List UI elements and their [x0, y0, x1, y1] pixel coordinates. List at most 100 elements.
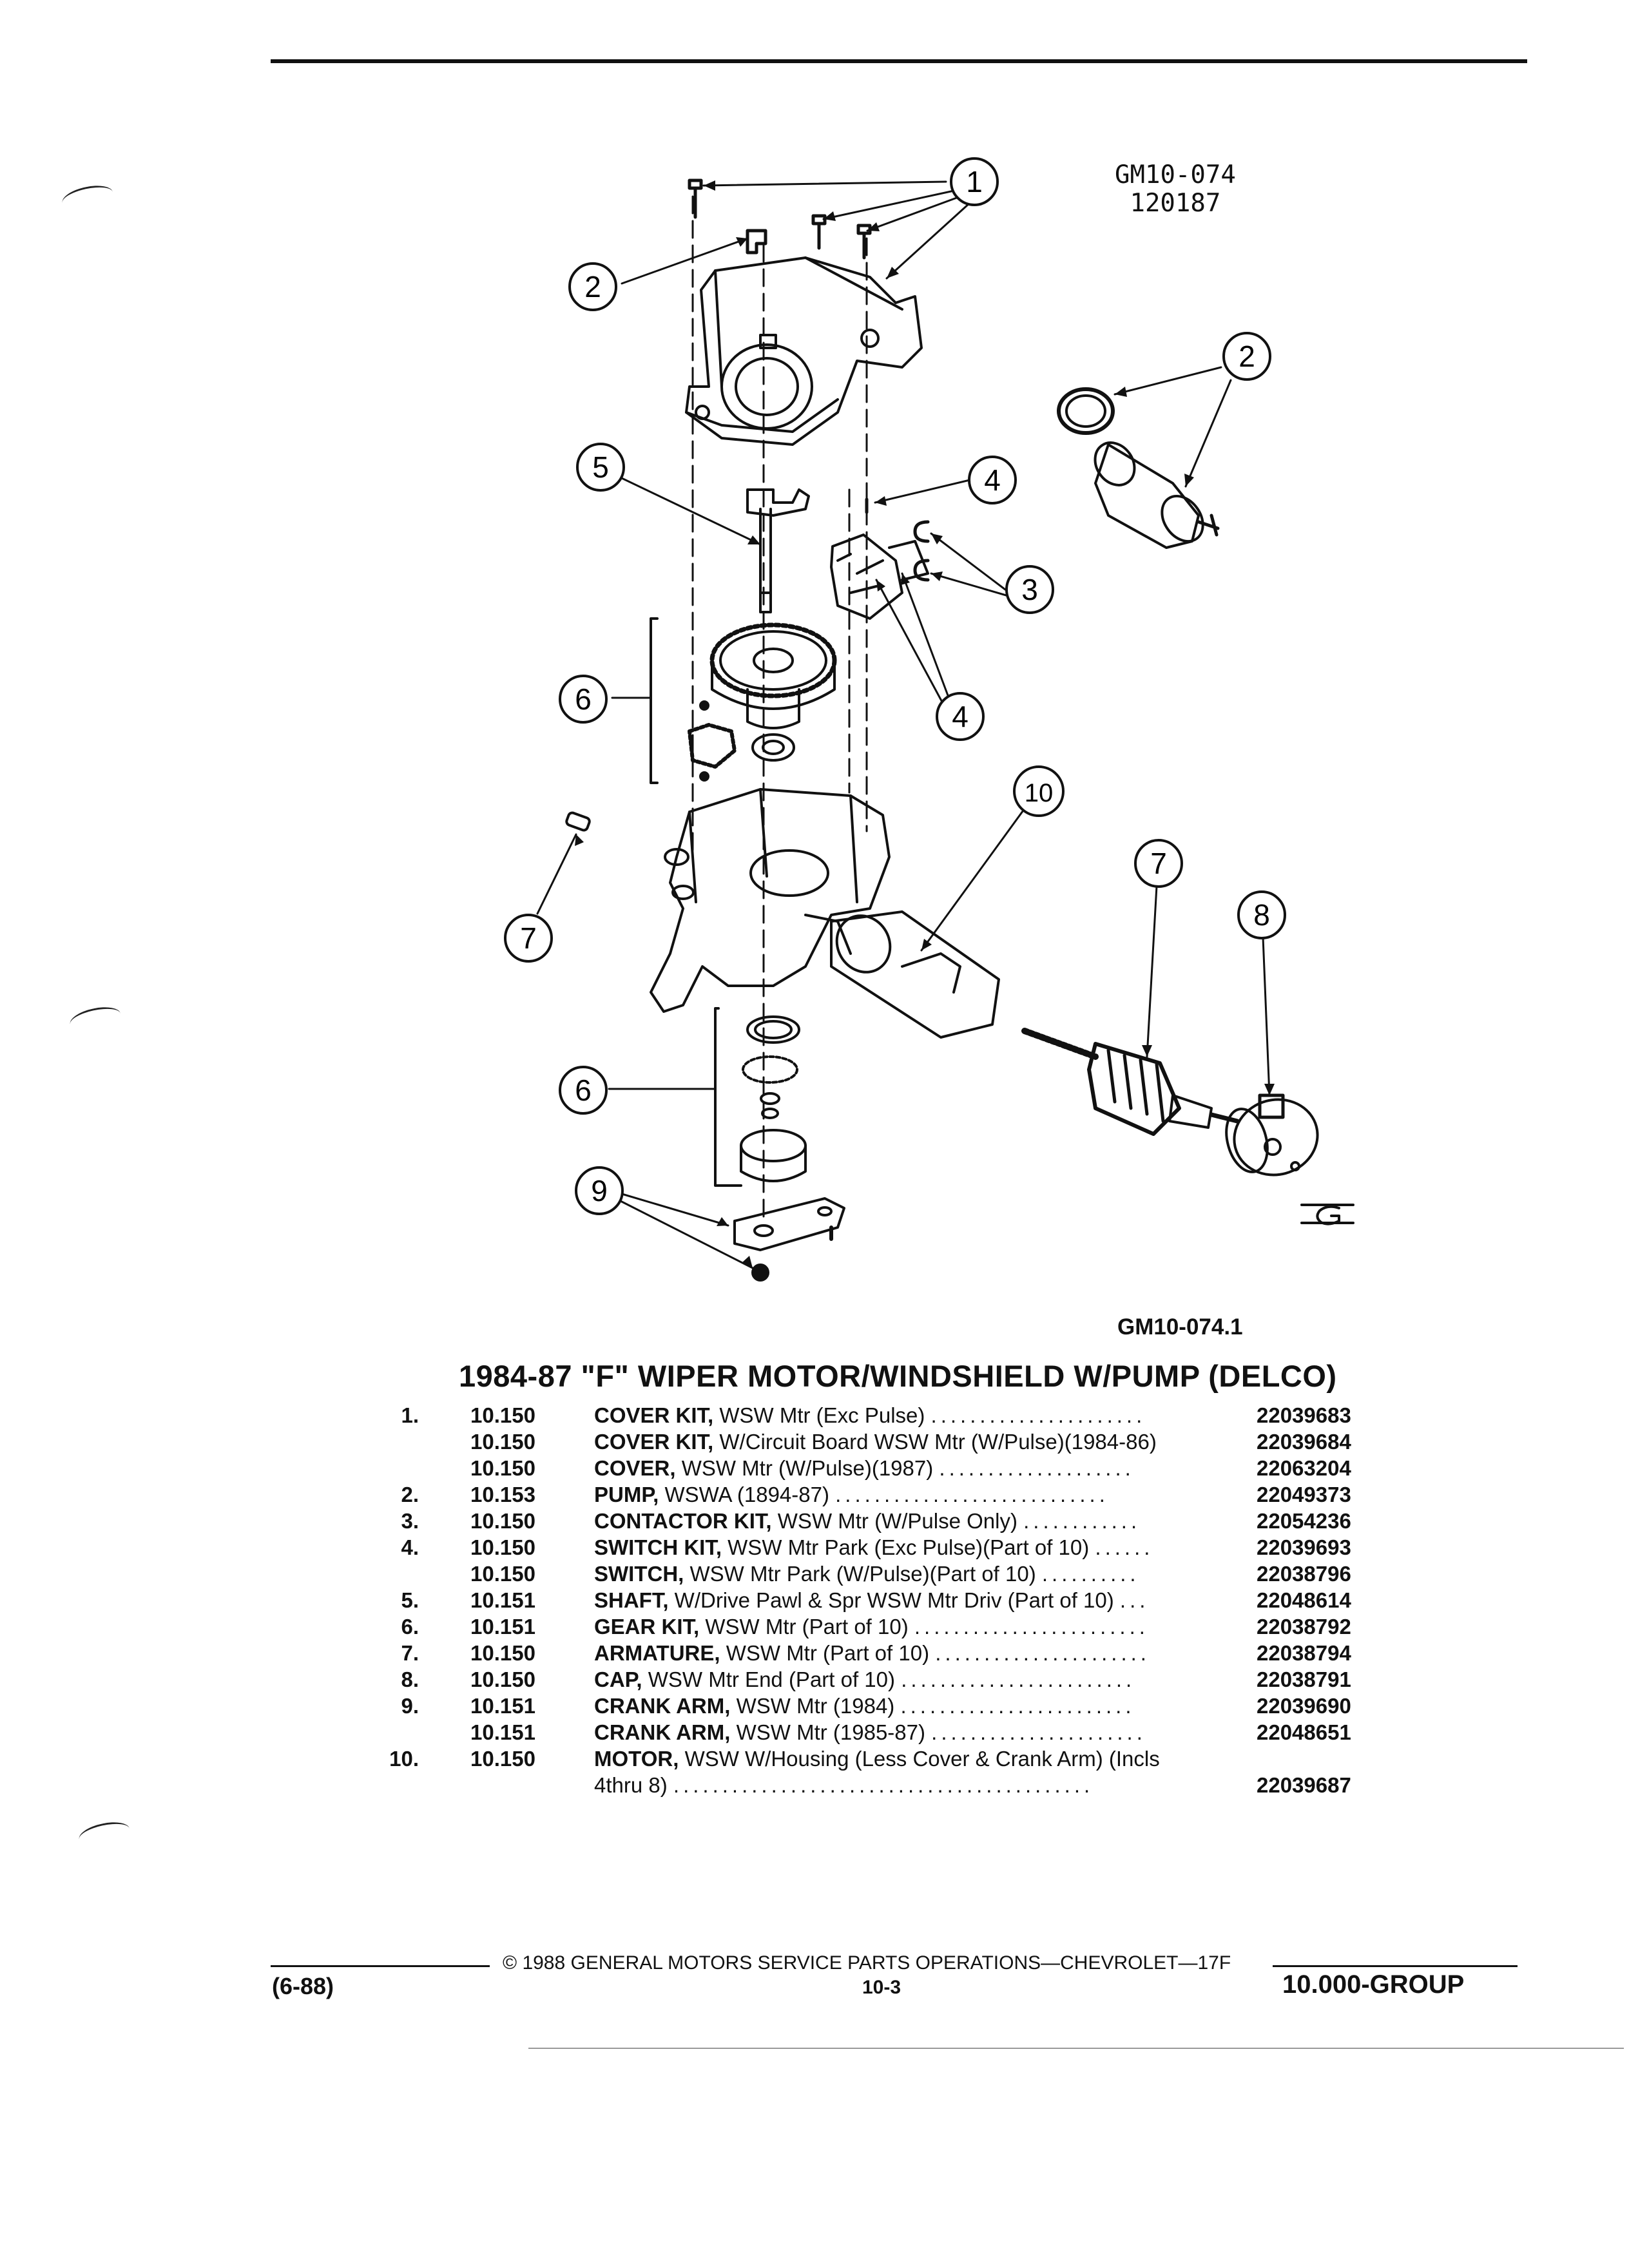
part-detail: WSW Mtr (Part of 10): [726, 1641, 930, 1665]
part-detail: WSW Mtr (Part of 10): [705, 1615, 909, 1639]
item-number: 8.: [401, 1667, 419, 1691]
leader-dots: ....................: [939, 1456, 1135, 1480]
part-description: ARMATURE, WSW Mtr (Part of 10) .........…: [594, 1641, 1245, 1666]
part-description: PUMP, WSWA (1894-87) ...................…: [594, 1483, 1245, 1507]
callout-8-label: 8: [1253, 898, 1270, 932]
part-detail: WSW W/Housing (Less Cover & Crank Arm) (…: [684, 1747, 1160, 1771]
part-number: 22039684: [1257, 1430, 1351, 1454]
leader-lines: [536, 180, 1271, 1269]
part-detail: W/Drive Pawl & Spr WSW Mtr Driv (Part of…: [674, 1588, 1114, 1612]
item-number: 10.: [389, 1747, 419, 1771]
part-description: SWITCH KIT, WSW Mtr Park (Exc Pulse)(Par…: [594, 1535, 1245, 1560]
part-number: 22039690: [1257, 1694, 1351, 1718]
parts-row: 10. 10.150 MOTOR, WSW W/Housing (Less Cove…: [361, 1747, 1379, 1773]
part-detail: WSW Mtr (1985-87): [736, 1720, 925, 1744]
switch-part: [830, 497, 929, 620]
contactor-part: [913, 520, 930, 582]
part-number: 22063204: [1257, 1456, 1351, 1480]
part-number: 22049373: [1257, 1483, 1351, 1506]
group-number: 10.150: [470, 1430, 535, 1454]
leader-dots: ......................: [935, 1641, 1150, 1665]
callout-4-upper-label: 4: [984, 463, 1001, 497]
part-number: 22039693: [1257, 1535, 1351, 1559]
part-name: CONTACTOR KIT,: [594, 1509, 772, 1533]
item-number: 5.: [401, 1588, 419, 1612]
part-detail: WSW Mtr Park (Exc Pulse)(Part of 10): [728, 1535, 1090, 1559]
callout-7-pin: 7: [504, 914, 553, 963]
part-name: COVER KIT,: [594, 1430, 714, 1454]
group-number: 10.150: [470, 1747, 535, 1771]
callout-9-label: 9: [591, 1174, 608, 1207]
part-description: MOTOR, WSW W/Housing (Less Cover & Crank…: [594, 1747, 1245, 1771]
lower-gear-stack: [740, 1015, 807, 1182]
group-number: 10.151: [470, 1588, 535, 1612]
callout-2-cover: 2: [568, 262, 617, 311]
leader-arrowheads: [575, 180, 1275, 1268]
bottom-scan-line: [528, 2048, 1624, 2049]
part-description: COVER, WSW Mtr (W/Pulse)(1987) .........…: [594, 1456, 1245, 1481]
footer-rule-right: [1273, 1965, 1518, 1967]
part-number: 22038796: [1257, 1562, 1351, 1586]
drawing-code: GM10-074 120187: [1115, 161, 1236, 218]
callout-1: 1: [950, 157, 999, 206]
callout-7-pin-label: 7: [520, 921, 537, 955]
part-description: COVER KIT, WSW Mtr (Exc Pulse) .........…: [594, 1403, 1245, 1428]
parts-row: 10.150 COVER, WSW Mtr (W/Pulse)(1987) ...…: [361, 1456, 1379, 1483]
assembly-centerlines: [691, 195, 868, 1225]
callout-10-label: 10: [1025, 779, 1054, 807]
group-number: 10.153: [470, 1483, 535, 1506]
item-number: 2.: [401, 1483, 419, 1506]
part-number: 22039683: [1257, 1403, 1351, 1427]
callout-9: 9: [575, 1166, 624, 1215]
callout-4-lower: 4: [936, 692, 985, 741]
housing-part: [650, 788, 891, 1013]
leader-dots: ........................: [914, 1615, 1149, 1639]
callout-3: 3: [1005, 565, 1054, 614]
group-number: 10.150: [470, 1535, 535, 1559]
callout-4-lower-label: 4: [952, 700, 969, 733]
item-number: 1.: [401, 1403, 419, 1427]
footer-copyright: © 1988 GENERAL MOTORS SERVICE PARTS OPER…: [503, 1952, 1231, 1974]
leader-dots: ......: [1095, 1535, 1154, 1559]
item-number: 3.: [401, 1509, 419, 1533]
scan-mark: [77, 1818, 132, 1850]
parts-row: 4thru 8) ...............................…: [361, 1773, 1379, 1800]
group-number: 10.150: [470, 1403, 535, 1427]
callout-6-upper-label: 6: [575, 682, 592, 716]
item-number: 6.: [401, 1615, 419, 1639]
part-description: 4thru 8) ...............................…: [594, 1773, 1245, 1798]
part-detail: 4thru 8): [594, 1773, 668, 1797]
callout-6-upper: 6: [559, 675, 608, 724]
figure-reference: GM10-074.1: [1117, 1314, 1243, 1340]
callout-4-upper: 4: [968, 456, 1017, 505]
shaft-part: [746, 488, 810, 613]
drawing-code-line2: 120187: [1130, 189, 1221, 218]
group-number: 10.150: [470, 1641, 535, 1665]
part-detail: WSW Mtr (Exc Pulse): [719, 1403, 925, 1427]
part-name: SHAFT,: [594, 1588, 669, 1612]
parts-row: 3. 10.150 CONTACTOR KIT, WSW Mtr (W/Pulse …: [361, 1509, 1379, 1535]
callout-6-lower-label: 6: [575, 1073, 592, 1107]
part-name: GEAR KIT,: [594, 1615, 700, 1639]
footer-rule-left: [271, 1965, 490, 1967]
part-number: 22038791: [1257, 1667, 1351, 1691]
part-number: 22054236: [1257, 1509, 1351, 1533]
group-number: 10.150: [470, 1509, 535, 1533]
crank-arm-part: [733, 1197, 845, 1282]
part-name: PUMP,: [594, 1483, 659, 1506]
group-number: 10.150: [470, 1456, 535, 1480]
part-detail: WSW Mtr (W/Pulse Only): [777, 1509, 1017, 1533]
leader-dots: ........................: [900, 1694, 1135, 1718]
footer-group: 10.000-GROUP: [1282, 1970, 1465, 1999]
part-name: ARMATURE,: [594, 1641, 720, 1665]
leader-dots: ..........: [1041, 1562, 1140, 1586]
top-rule: [271, 59, 1527, 63]
group-number: 10.151: [470, 1694, 535, 1718]
part-number: 22039687: [1257, 1773, 1351, 1797]
